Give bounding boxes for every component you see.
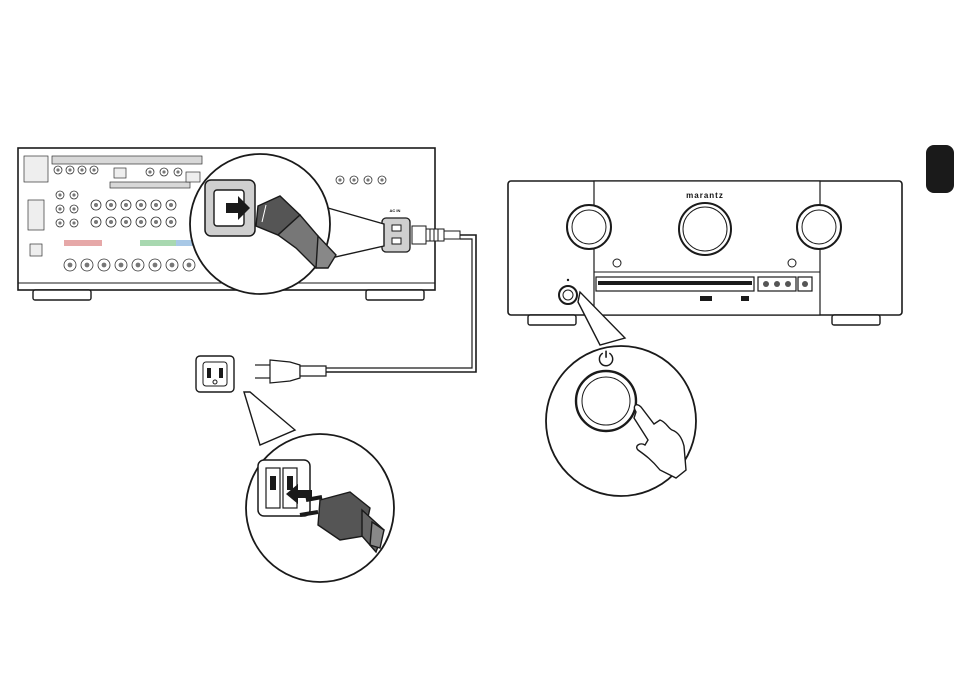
power-icon: ⏻ xyxy=(598,347,614,371)
ac-plug-zoom xyxy=(299,491,385,554)
front-foot-left xyxy=(527,314,577,326)
section-tab xyxy=(926,145,954,193)
ac-inlet xyxy=(381,217,411,253)
arrow-left-icon xyxy=(286,484,312,504)
wall-outlet xyxy=(195,355,235,393)
hand-pointer-icon xyxy=(633,404,687,479)
power-button-zoom-callout: ⏻ xyxy=(545,290,697,497)
receiver-front-panel: marantz xyxy=(507,180,903,326)
ac-inlet-zoom-callout xyxy=(189,153,385,295)
iec-plug-zoom xyxy=(255,195,337,269)
rear-foot-right xyxy=(365,289,425,301)
rear-foot-left xyxy=(32,289,92,301)
power-cord xyxy=(326,234,477,373)
rear-connectors xyxy=(23,155,203,257)
front-foot-right xyxy=(831,314,881,326)
rear-jacks xyxy=(53,165,387,272)
ac-in-label: AC IN xyxy=(390,208,401,213)
brand-logo: marantz xyxy=(686,191,724,200)
inlet-plug xyxy=(411,225,461,245)
arrow-right-icon xyxy=(226,196,250,220)
ac-plug-small xyxy=(255,359,327,384)
outlet-zoom-callout xyxy=(243,391,395,583)
